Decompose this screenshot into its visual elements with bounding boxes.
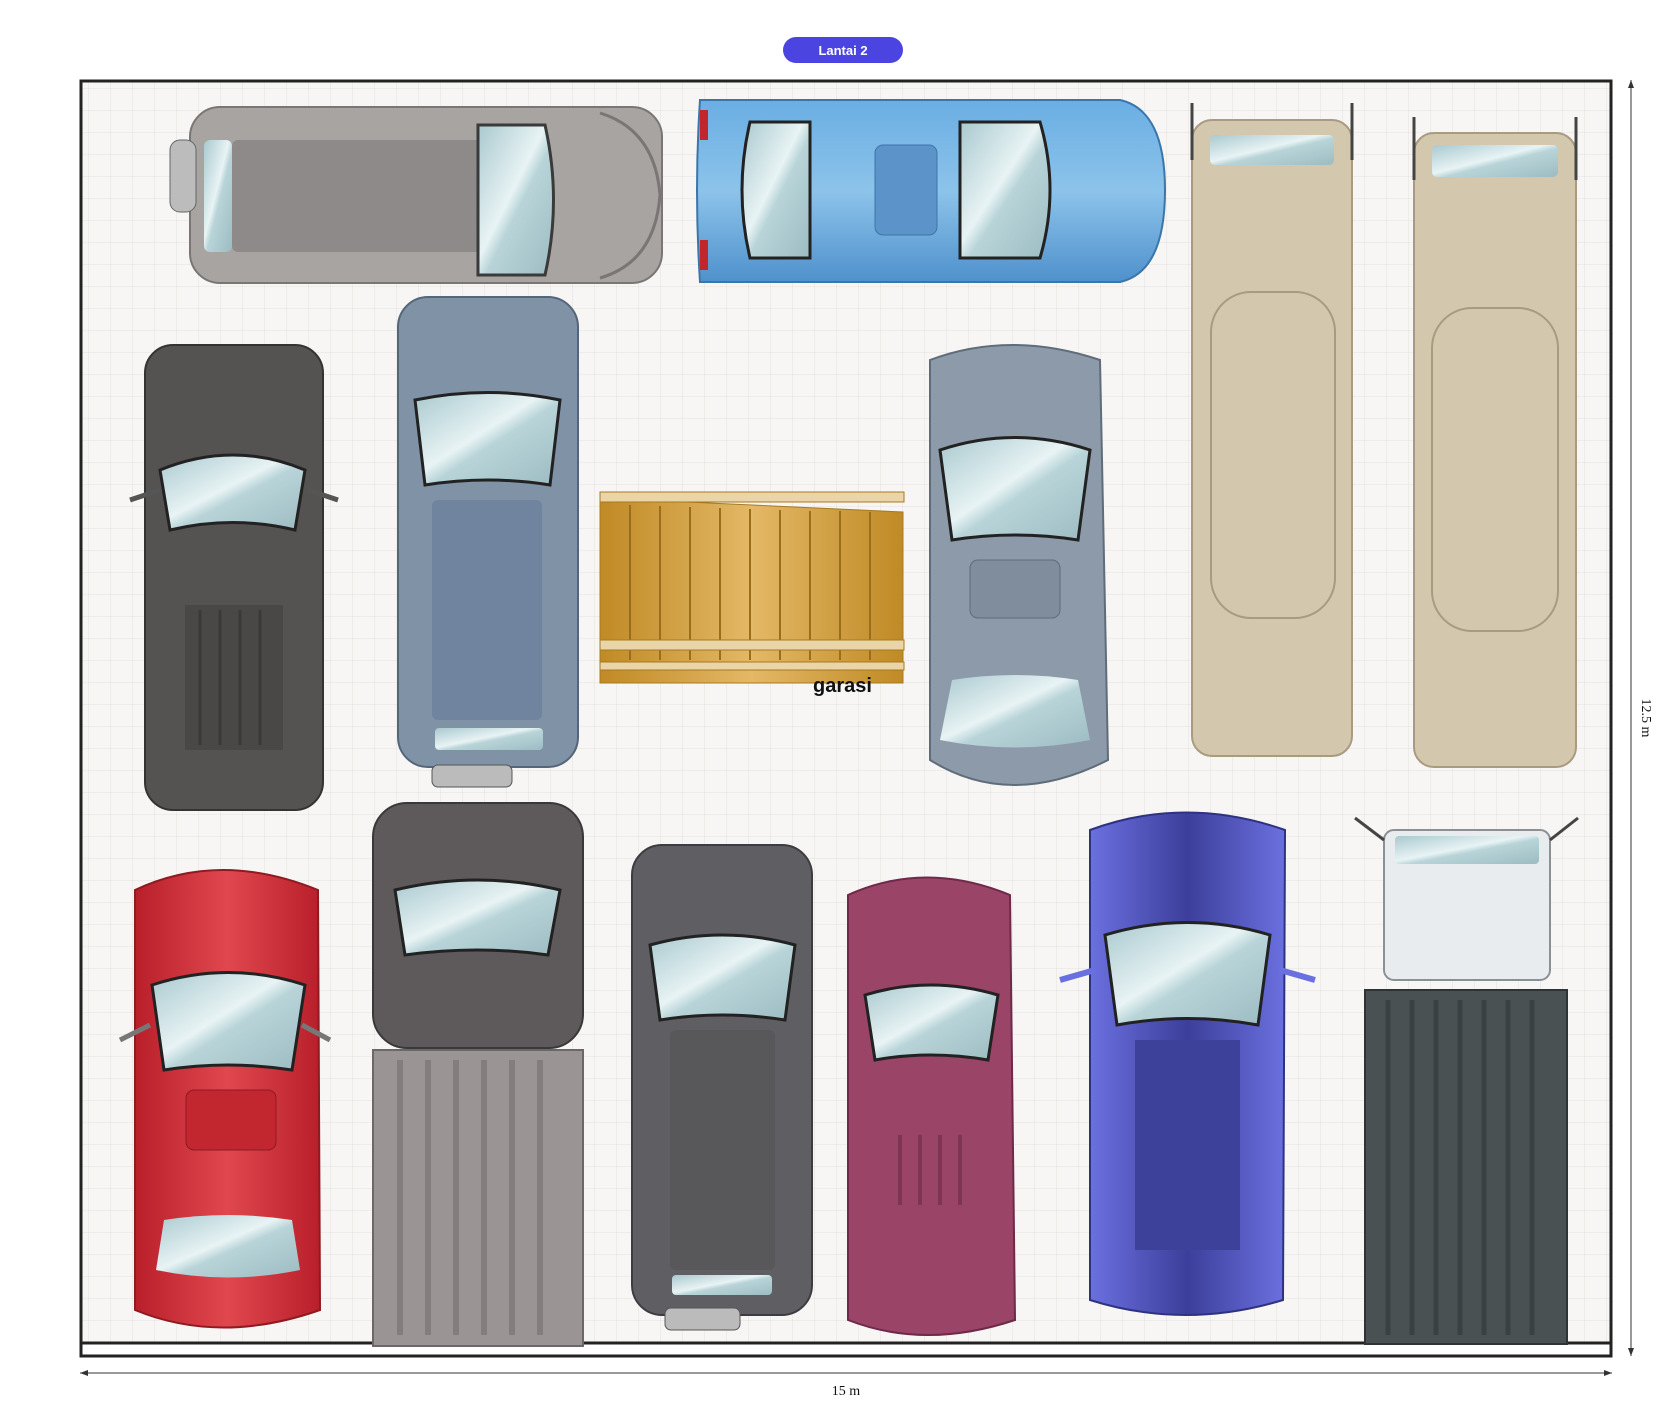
maroon-hatchback[interactable]	[847, 876, 1017, 1336]
white-box-truck[interactable]	[1354, 816, 1579, 1345]
width-label: 15 m	[832, 1384, 861, 1399]
beige-bus-1[interactable]	[1190, 103, 1354, 757]
outer-wall	[79, 79, 1613, 1358]
gray-pickup-truck[interactable]	[372, 802, 584, 1347]
height-label: 12.5 m	[1638, 699, 1653, 738]
width-dimension: 15 m	[80, 1370, 1612, 1399]
purple-suv[interactable]	[1059, 811, 1316, 1316]
height-dimension: 12.5 m	[1628, 80, 1653, 1356]
dark-gray-pickup[interactable]	[129, 344, 339, 811]
ramp-label: garasi	[813, 675, 872, 697]
dark-suv[interactable]	[631, 844, 813, 1331]
garage-ramp: garasi	[599, 491, 905, 697]
silver-minivan[interactable]	[169, 106, 663, 284]
slate-blue-suv[interactable]	[397, 296, 579, 788]
floor-selector-button[interactable]: Lantai 2	[783, 37, 903, 63]
blue-sedan[interactable]	[696, 99, 1167, 283]
beige-bus-2[interactable]	[1412, 117, 1578, 768]
floor-area	[82, 82, 1610, 1344]
gray-sedan[interactable]	[929, 344, 1110, 786]
red-sedan[interactable]	[118, 869, 332, 1329]
